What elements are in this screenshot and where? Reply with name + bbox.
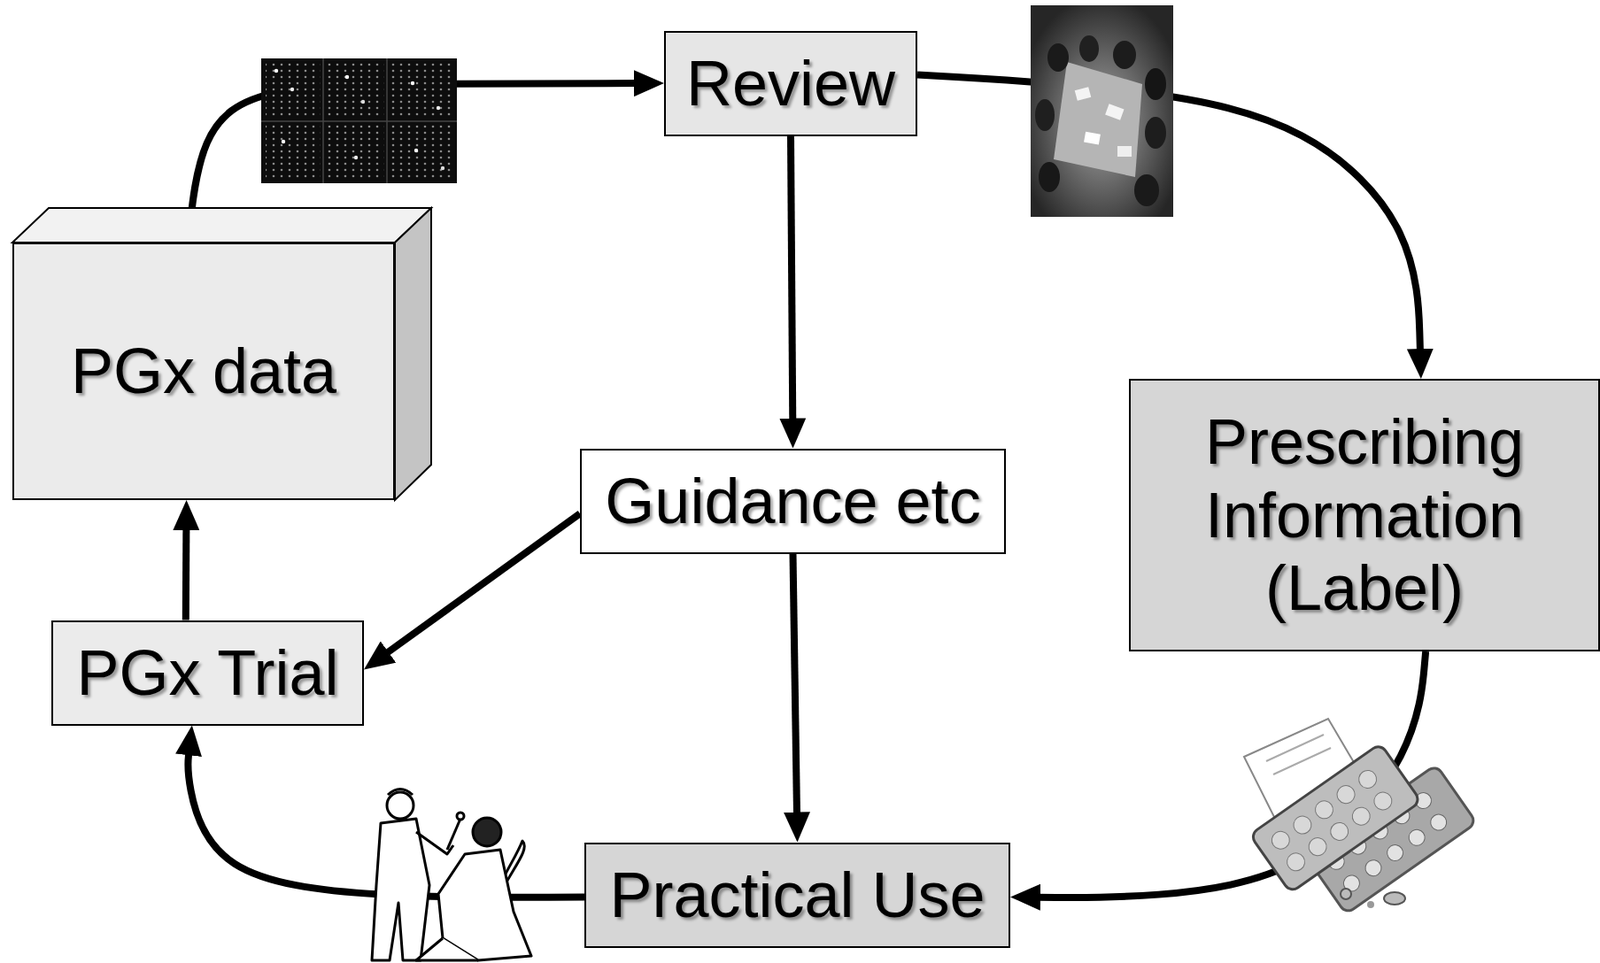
paper-sheet [1074, 86, 1092, 101]
flow-arrow [790, 136, 793, 423]
person [1144, 68, 1167, 101]
pill [1283, 850, 1309, 875]
person [1079, 35, 1099, 62]
pill [1305, 834, 1330, 860]
array-bright-spot [290, 87, 294, 92]
pill [1327, 819, 1353, 844]
process-box: Practical Use [584, 842, 1011, 949]
person [1035, 99, 1055, 132]
doctor-coat [371, 819, 430, 961]
person [1047, 43, 1069, 72]
box-top-face [12, 208, 432, 243]
paper-sheet [1083, 131, 1101, 146]
array-bright-spot [274, 69, 279, 73]
node-label: Practical Use [609, 858, 985, 933]
microarray-frame [261, 58, 457, 184]
pills-illustration [1244, 718, 1477, 915]
array-bright-spot [281, 139, 286, 144]
pill [1267, 827, 1293, 853]
person [1134, 174, 1160, 207]
microarray-gridline [261, 120, 457, 123]
meeting-table [1053, 61, 1143, 178]
doctor-hair [387, 789, 413, 797]
leaflet-line [1273, 748, 1331, 775]
node-label: Prescribing Information (Label) [1144, 405, 1585, 626]
data-box: PGx data [12, 242, 395, 501]
array-bright-spot [440, 166, 445, 171]
pill [1406, 827, 1429, 850]
microarray-image [261, 58, 457, 184]
paper-sheet [1117, 146, 1132, 157]
blister-card [1250, 743, 1422, 894]
pill [1290, 812, 1315, 838]
node-label: PGx Trial [76, 636, 339, 711]
loose-pill [1340, 888, 1352, 900]
flow-arrow [793, 554, 798, 817]
flow-arrow [385, 513, 580, 655]
patient-head [472, 818, 502, 847]
microarray-block [265, 123, 321, 180]
microarray-block [325, 61, 385, 119]
microarray-block [389, 61, 454, 119]
process-box: Review [664, 30, 918, 137]
box-side-face [394, 208, 432, 501]
array-bright-spot [414, 148, 418, 153]
patient-body [438, 850, 532, 961]
instrument [447, 819, 461, 851]
process-box: Guidance etc [579, 448, 1006, 555]
pill [1355, 767, 1381, 793]
doctor-patient-clipart [371, 789, 532, 962]
meeting-photo [1030, 5, 1174, 217]
microarray-block [389, 123, 454, 180]
pill [1361, 857, 1384, 880]
paper-sheet [1105, 103, 1124, 120]
microarray-block [265, 61, 321, 119]
blister-pack [1250, 743, 1422, 894]
person [1144, 116, 1167, 149]
array-bright-spot [436, 106, 441, 110]
loose-pill [1367, 901, 1375, 909]
pill [1370, 788, 1396, 814]
process-box: PGx Trial [51, 620, 364, 727]
label-box: Prescribing Information (Label) [1128, 378, 1600, 652]
node-label: Review [686, 46, 896, 121]
pill [1427, 811, 1450, 835]
leaflet-line [1266, 734, 1324, 762]
pill [1383, 842, 1407, 865]
photo-ground [1030, 5, 1174, 217]
pill [1333, 782, 1359, 808]
node-label: Guidance etc [604, 464, 981, 539]
array-bright-spot [410, 81, 415, 86]
pill [1348, 803, 1374, 829]
flow-arrow [182, 526, 191, 621]
instrument-tip [456, 812, 464, 820]
array-bright-spot [345, 75, 349, 79]
array-bright-spot [361, 100, 365, 104]
patient-legs [416, 938, 479, 961]
doctor-head [386, 792, 414, 820]
person [1113, 40, 1137, 70]
box-3d-faces [12, 208, 432, 501]
doctor-arm [416, 832, 454, 855]
microarray-block [325, 123, 385, 180]
loose-pill [1383, 892, 1406, 905]
pill [1312, 797, 1338, 823]
person [1038, 162, 1060, 193]
node-label: PGx data [70, 334, 337, 409]
array-bright-spot [354, 155, 358, 160]
